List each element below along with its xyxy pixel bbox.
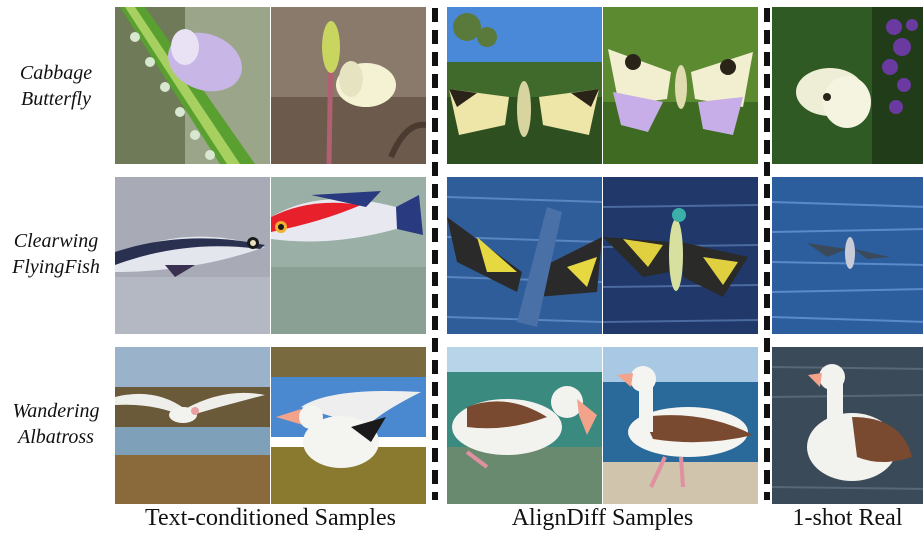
row-label-line2: Butterfly [21, 88, 91, 110]
row-label-line2: Albatross [18, 426, 94, 448]
row-label-wandering-albatross: Wandering Albatross [0, 398, 112, 450]
image-real-albatross [772, 347, 923, 504]
row-label-cabbage-butterfly: Cabbage Butterfly [0, 60, 112, 112]
image-real-butterfly [772, 7, 923, 164]
column-label-aligndiff: AlignDiff Samples [511, 505, 694, 531]
image-aligndiff-flyingfish-2 [603, 177, 758, 334]
row-label-clearwing-flyingfish: Clearwing FlyingFish [0, 228, 112, 280]
column-divider-right [764, 8, 770, 500]
column-label-real: 1-shot Real [792, 505, 903, 531]
column-label-text-conditioned: Text-conditioned Samples [145, 505, 396, 531]
image-text-butterfly-2 [271, 7, 426, 164]
image-aligndiff-albatross-2 [603, 347, 758, 504]
image-text-albatross-1 [115, 347, 270, 504]
row-label-line1: Cabbage [19, 62, 93, 84]
image-aligndiff-albatross-1 [447, 347, 602, 504]
column-divider-left [432, 8, 438, 500]
image-text-butterfly-1 [115, 7, 270, 164]
image-text-flyingfish-1 [115, 177, 270, 334]
image-aligndiff-butterfly-1 [447, 7, 602, 164]
image-aligndiff-butterfly-2 [603, 7, 758, 164]
row-label-line1: Clearwing [13, 230, 99, 252]
row-label-line2: FlyingFish [12, 256, 100, 278]
image-real-flyingfish [772, 177, 923, 334]
image-aligndiff-flyingfish-1 [447, 177, 602, 334]
row-label-line1: Wandering [12, 400, 100, 422]
image-text-flyingfish-2 [271, 177, 426, 334]
image-text-albatross-2 [271, 347, 426, 504]
